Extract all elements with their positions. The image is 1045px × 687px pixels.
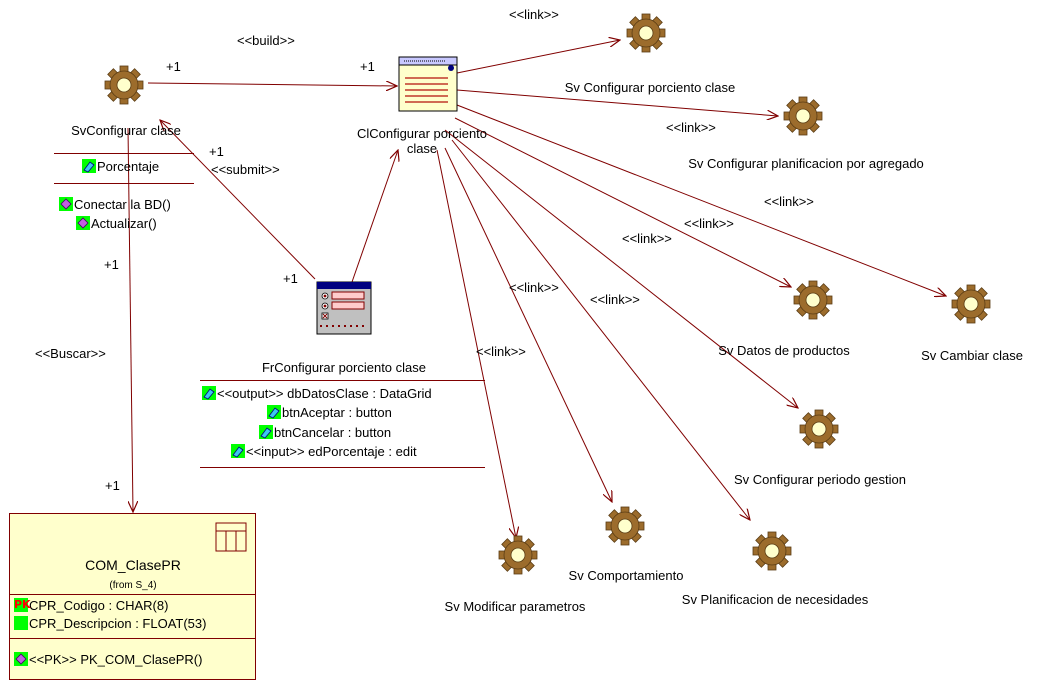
attribute-icon: [267, 405, 281, 419]
multiplicity-label: +1: [283, 271, 298, 286]
link-edge: [456, 89, 778, 116]
attribute-icon: [202, 386, 216, 400]
buscar-edge: [127, 127, 133, 512]
attribute-text: Porcentaje: [97, 159, 160, 174]
sv-modificar-parametros-label: Sv Modificar parametros: [444, 599, 586, 614]
submit-label: <<submit>>: [211, 162, 280, 177]
attribute-dbdatosclase: <<output>> dbDatosClase : DataGrid: [202, 386, 432, 402]
operation-pk: <<PK>> PK_COM_ClasePR(): [14, 652, 202, 668]
table-from: (from S_4): [109, 580, 157, 591]
attribute-text: btnCancelar : button: [274, 425, 392, 440]
class-separator: [200, 380, 485, 381]
attribute-text: <<input>> edPorcentaje : edit: [246, 444, 417, 459]
column-cpr-descripcion: CPR_Descripcion : FLOAT(53): [14, 616, 206, 632]
attribute-icon: [82, 159, 96, 173]
class-separator: [54, 183, 194, 184]
attribute-icon: [259, 425, 273, 439]
multiplicity-label: +1: [209, 144, 224, 159]
table-name: COM_ClasePR: [85, 557, 181, 573]
column-text: CPR_Descripcion : FLOAT(53): [29, 616, 207, 631]
link-label: <<link>>: [666, 120, 716, 135]
link-label: <<link>>: [590, 292, 640, 307]
attribute-edporcentaje: <<input>> edPorcentaje : edit: [231, 444, 417, 460]
client-page-icon: [398, 56, 458, 112]
gear-icon: [793, 280, 833, 320]
table-separator: [10, 594, 255, 595]
table-separator: [10, 638, 255, 639]
gear-icon: [783, 96, 823, 136]
buscar-label: <<Buscar>>: [35, 346, 106, 361]
link-label: <<link>>: [684, 216, 734, 231]
link-edge: [444, 129, 798, 408]
link-edge: [456, 40, 620, 74]
operation-icon: [59, 197, 73, 211]
link-edge: [444, 147, 612, 502]
build-label: <<build>>: [237, 33, 295, 48]
sv-planificacion-necesidades-label: Sv Planificacion de necesidades: [681, 592, 869, 607]
gear-icon: [626, 13, 666, 53]
gear-icon: [799, 409, 839, 449]
sv-configurar-periodo-label: Sv Configurar periodo gestion: [734, 472, 906, 487]
attribute-text: btnAceptar : button: [282, 405, 392, 420]
link-edge: [451, 139, 750, 520]
multiplicity-label: +1: [104, 257, 119, 272]
operation-text: Conectar la BD(): [74, 197, 171, 212]
link-label: <<link>>: [764, 194, 814, 209]
sv-configurar-planificacion-label: Sv Configurar planificacion por agregado: [688, 156, 924, 171]
link-label: <<link>>: [476, 344, 526, 359]
gear-icon: [605, 506, 645, 546]
sv-configurar-clase-label: SvConfigurar clase: [71, 123, 181, 138]
fr-configurar-porciento-clase-label: FrConfigurar porciento clase: [261, 360, 427, 375]
multiplicity-label: +1: [360, 59, 375, 74]
multiplicity-label: +1: [166, 59, 181, 74]
sv-cambiar-clase-label: Sv Cambiar clase: [921, 348, 1023, 363]
attribute-porcentaje: Porcentaje: [82, 159, 159, 175]
attribute-icon: [231, 444, 245, 458]
build-edge: [147, 83, 397, 86]
attribute-btncancelar: btnCancelar : button: [259, 425, 391, 441]
attribute-text: <<output>> dbDatosClase : DataGrid: [217, 386, 432, 401]
table-icon: [215, 522, 247, 552]
gear-icon: [498, 535, 538, 575]
gear-icon: [951, 284, 991, 324]
operation-text: <<PK>> PK_COM_ClasePR(): [29, 652, 203, 667]
link-label: <<link>>: [509, 280, 559, 295]
sv-comportamiento-label: Sv Comportamiento: [568, 568, 684, 583]
link-edge: [436, 149, 516, 538]
sv-configurar-porciento-clase-label: Sv Configurar porciento clase: [564, 80, 736, 95]
operation-text: Actualizar(): [91, 216, 157, 231]
column-text: CPR_Codigo : CHAR(8): [29, 598, 169, 613]
class-separator: [200, 467, 485, 468]
submit-edge: [160, 120, 316, 280]
link-edge: [454, 117, 791, 287]
multiplicity-label: +1: [105, 478, 120, 493]
operation-icon: [76, 216, 90, 230]
operation-actualizar: Actualizar(): [76, 216, 157, 232]
pk-icon: PK: [14, 598, 31, 612]
operation-conectar: Conectar la BD(): [59, 197, 171, 213]
column-icon: [14, 616, 28, 630]
attribute-btnaceptar: btnAceptar : button: [267, 405, 392, 421]
link-label: <<link>>: [622, 231, 672, 246]
link-edge: [456, 104, 946, 296]
sv-datos-productos-label: Sv Datos de productos: [718, 343, 850, 358]
operation-icon: [14, 652, 28, 666]
gear-icon: [752, 531, 792, 571]
cl-configurar-porciento-clase-label: ClConfigurar porciento clase: [356, 126, 488, 156]
form-icon: [316, 281, 372, 335]
form-to-page-edge: [351, 150, 398, 283]
gear-icon: [104, 65, 144, 105]
class-separator: [54, 153, 194, 154]
link-label: <<link>>: [509, 7, 559, 22]
